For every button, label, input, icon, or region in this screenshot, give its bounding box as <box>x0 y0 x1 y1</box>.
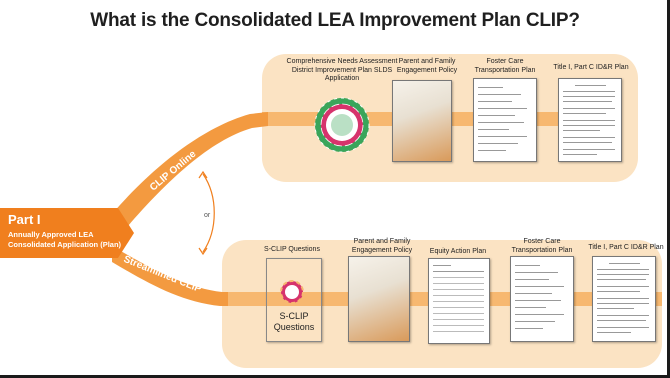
clip-online-item-foster-label: Foster Care Transportation Plan <box>474 58 536 74</box>
streamlined-parent-policy-photo <box>348 256 410 342</box>
sclip-wheel-icon <box>280 280 304 304</box>
or-arrow-head-bottom <box>198 247 208 256</box>
streamlined-title1c-doc <box>592 256 656 342</box>
frame-right-edge <box>667 0 670 378</box>
clip-online-parent-policy-photo <box>392 80 452 162</box>
sclip-thumbnail-text: S-CLIP Questions <box>273 311 315 332</box>
page-title: What is the Consolidated LEA Improvement… <box>90 10 580 31</box>
or-arrow <box>202 173 215 253</box>
streamlined-item-foster-label: Foster Care Transportation Plan <box>511 238 573 254</box>
clip-online-path <box>112 112 268 226</box>
part-box-shape <box>0 208 134 258</box>
streamlined-equity-doc <box>428 258 490 344</box>
frame-bottom-edge <box>0 375 670 378</box>
or-arrow-head-top <box>198 170 208 179</box>
streamlined-item-parent-label: Parent and Family Engagement Policy <box>351 238 413 254</box>
clip-online-item-title1c-label: Title I, Part C ID&R Plan <box>553 64 629 71</box>
streamlined-path <box>112 246 228 306</box>
or-label: or <box>204 212 211 219</box>
part-subtitle: Annually Approved LEA Consolidated Appli… <box>8 230 122 249</box>
clip-online-foster-doc <box>473 78 537 162</box>
clip-online-item-cna-label: Comprehensive Needs Assessment District … <box>286 58 398 82</box>
streamlined-item-title1c-label: Title I, Part C ID&R Plan <box>588 244 664 251</box>
part-title: Part I <box>8 212 41 227</box>
clip-online-item-parent-label: Parent and Family Engagement Policy <box>396 58 458 74</box>
sclip-thumbnail: S-CLIP Questions <box>266 258 322 342</box>
streamlined-item-sclip-label: S-CLIP Questions <box>264 246 320 253</box>
streamlined-item-equity-label: Equity Action Plan <box>429 248 487 255</box>
streamlined-foster-doc <box>510 256 574 342</box>
clip-online-title1c-doc <box>558 78 622 162</box>
cna-wheel-icon <box>314 97 370 153</box>
